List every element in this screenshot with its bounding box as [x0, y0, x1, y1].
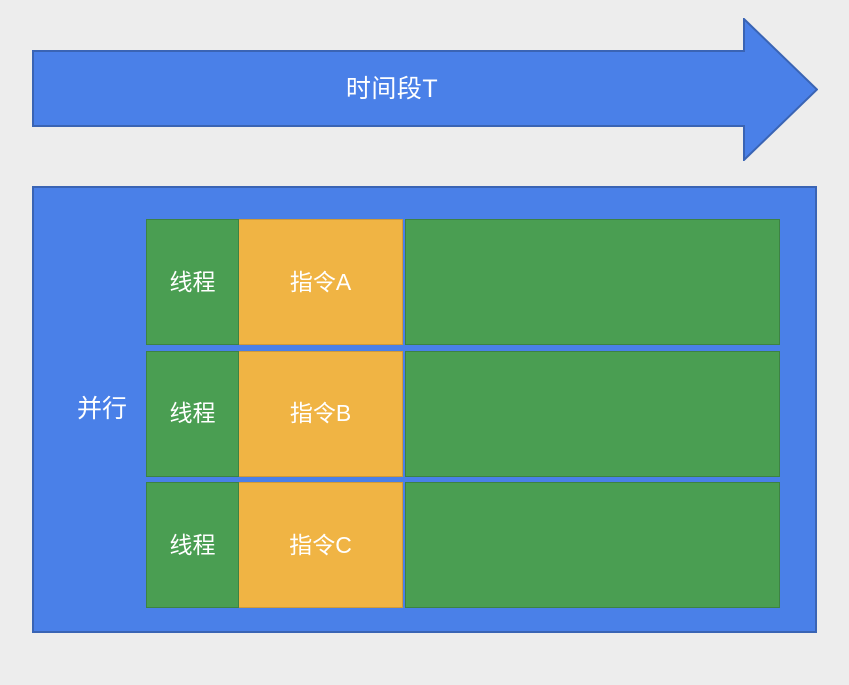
- thread-row: 线程 指令A: [146, 219, 780, 345]
- thread-cell: 线程: [146, 350, 239, 477]
- right-arrow-icon: [32, 18, 818, 161]
- parallel-label: 并行: [76, 395, 127, 423]
- timeline-arrow-shape: 时间段T: [32, 18, 818, 161]
- thread-row: 线程 指令C: [146, 482, 780, 608]
- remainder-cell: [405, 350, 780, 477]
- remainder-cell: [405, 482, 780, 608]
- instruction-cell: 指令A: [239, 219, 403, 345]
- instruction-cell: 指令C: [239, 482, 403, 608]
- thread-rows-container: 线程 指令A 线程 指令B 线程 指令C: [146, 219, 780, 608]
- thread-cell: 线程: [146, 219, 239, 345]
- instruction-cell: 指令B: [239, 350, 403, 477]
- thread-row: 线程 指令B: [146, 350, 780, 477]
- remainder-cell: [405, 219, 780, 345]
- parallel-panel: 并行 线程 指令A 线程 指令B 线程 指令C: [32, 186, 817, 633]
- thread-cell: 线程: [146, 482, 239, 608]
